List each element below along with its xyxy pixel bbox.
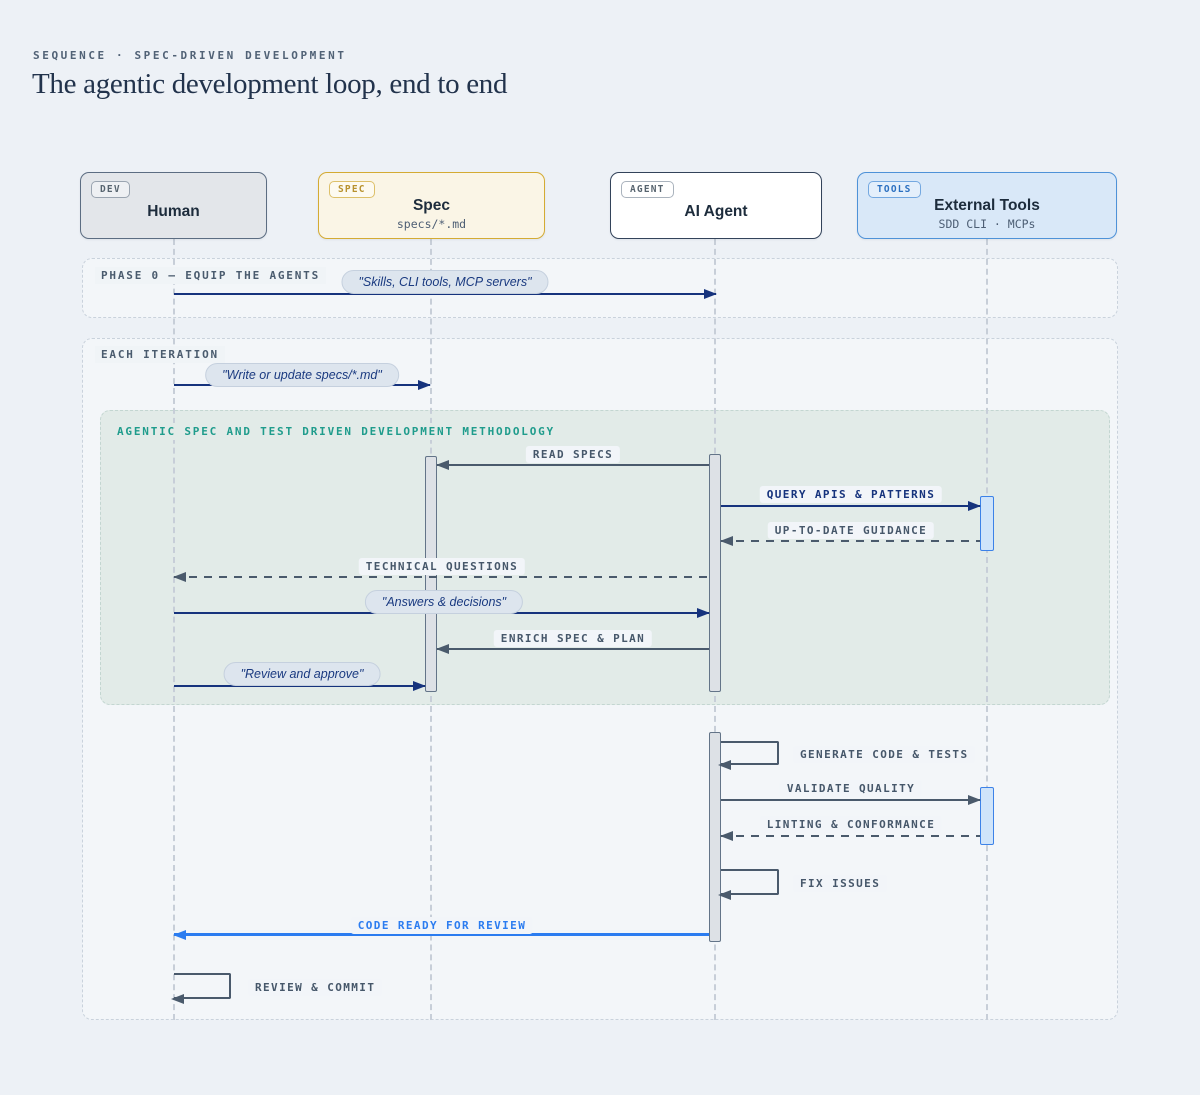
activation-bar-tools-validate — [980, 787, 994, 845]
message-fix-issues-label: FIX ISSUES — [793, 875, 888, 892]
actor-name-spec: Spec — [412, 197, 451, 214]
arrow-linting — [720, 831, 980, 841]
section-phase0-label: PHASE 0 — EQUIP THE AGENTS — [95, 267, 326, 284]
message-enrich-label: ENRICH SPEC & PLAN — [493, 630, 653, 647]
message-generate-label: GENERATE CODE & TESTS — [793, 746, 976, 763]
actor-badge-agent: AGENT — [621, 181, 674, 198]
actor-subtitle-tools: SDD CLI · MCPs — [938, 216, 1036, 231]
actor-box-spec: SPEC Spec specs/*.md — [318, 172, 545, 239]
message-code-ready-label: CODE READY FOR REVIEW — [350, 917, 534, 934]
arrowhead-left — [436, 460, 449, 470]
message-review-approve-label: "Review and approve" — [223, 662, 381, 686]
message-guidance-label: UP-TO-DATE GUIDANCE — [767, 522, 935, 539]
arrowhead-right — [697, 608, 710, 618]
arrowhead-right — [704, 289, 717, 299]
arrowhead-left — [173, 572, 186, 582]
arrow-read-specs — [436, 460, 709, 470]
page-title: The agentic development loop, end to end — [32, 68, 508, 100]
loop-fix-issues — [718, 869, 779, 900]
activation-bar-agent-spec-phase — [709, 454, 721, 692]
arrowhead-right — [968, 501, 981, 511]
actor-box-tools: TOOLS External Tools SDD CLI · MCPs — [857, 172, 1117, 239]
lifeline-human — [173, 239, 175, 1020]
section-each-iteration-label: EACH ITERATION — [95, 346, 225, 363]
loop-review-commit — [171, 973, 231, 1004]
message-review-commit-label: REVIEW & COMMIT — [248, 979, 383, 996]
actor-badge-dev: DEV — [91, 181, 130, 198]
arrow-equip-agents — [174, 289, 717, 299]
actor-name-tools: External Tools — [934, 197, 1040, 214]
arrow-review-approve — [174, 681, 426, 691]
message-tech-questions-label: TECHNICAL QUESTIONS — [358, 558, 526, 575]
actor-box-agent: AGENT AI Agent — [610, 172, 822, 239]
arrow-tech-questions — [173, 572, 709, 582]
arrowhead-left — [173, 929, 186, 940]
arrowhead-left — [720, 831, 733, 841]
message-validate-label: VALIDATE QUALITY — [779, 780, 923, 797]
loop-generate-code — [718, 741, 779, 770]
actor-name-agent: AI Agent — [684, 203, 748, 220]
arrowhead-right — [968, 795, 981, 805]
arrowhead-right — [413, 681, 426, 691]
breadcrumb-eyebrow: SEQUENCE · SPEC-DRIVEN DEVELOPMENT — [33, 49, 347, 62]
actor-box-human: DEV Human — [80, 172, 267, 239]
message-linting-label: LINTING & CONFORMANCE — [759, 816, 943, 833]
message-answers-label: "Answers & decisions" — [364, 590, 524, 614]
section-phase0: PHASE 0 — EQUIP THE AGENTS — [82, 258, 1118, 318]
actor-subtitle-spec: specs/*.md — [396, 216, 467, 231]
arrow-code-ready — [173, 929, 709, 940]
message-read-specs-label: READ SPECS — [525, 446, 621, 463]
message-equip-label: "Skills, CLI tools, MCP servers" — [341, 270, 549, 294]
arrow-query-apis — [721, 501, 981, 511]
arrowhead-right — [418, 380, 431, 390]
message-query-apis-label: QUERY APIS & PATTERNS — [759, 486, 943, 503]
section-methodology-label: AGENTIC SPEC AND TEST DRIVEN DEVELOPMENT… — [111, 423, 561, 440]
lifeline-tools — [986, 239, 988, 1020]
arrow-validate — [721, 795, 981, 805]
actor-name-human: Human — [147, 203, 200, 220]
message-write-specs-label: "Write or update specs/*.md" — [205, 363, 399, 387]
activation-bar-tools-query — [980, 496, 994, 551]
actor-badge-tools: TOOLS — [868, 181, 921, 198]
arrowhead-left — [720, 536, 733, 546]
actor-badge-spec: SPEC — [329, 181, 375, 198]
arrow-enrich — [436, 644, 709, 654]
arrow-guidance — [720, 536, 980, 546]
arrowhead-left — [436, 644, 449, 654]
